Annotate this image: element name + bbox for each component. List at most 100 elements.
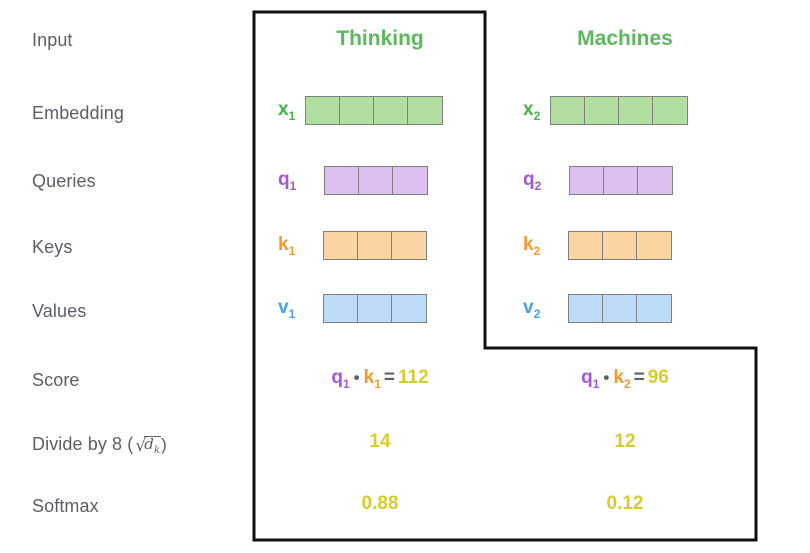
embedding-vector-x1: x1	[278, 96, 444, 125]
key-vector-k2-label: k2	[523, 235, 540, 257]
vector-cell	[325, 167, 360, 194]
vector-cell	[619, 97, 654, 124]
query-vector-q2-cells	[569, 166, 674, 195]
score-k-term: k1	[363, 367, 381, 390]
divide-suffix-text: )	[161, 435, 167, 454]
vec-letter: q	[278, 168, 290, 190]
equals-sign: =	[633, 367, 645, 388]
vector-cell	[570, 167, 605, 194]
row-label-embedding: Embedding	[32, 103, 124, 123]
value-vector-v2-label: v2	[523, 298, 540, 320]
vector-cell	[340, 97, 375, 124]
equals-sign: =	[383, 367, 395, 388]
score-q-term: q1	[331, 367, 350, 391]
dot-product-icon: •	[603, 368, 610, 387]
softmax-value-col2: 0.12	[606, 493, 644, 514]
vector-cell	[569, 232, 604, 259]
vector-cell	[374, 97, 409, 124]
highlight-outline	[252, 10, 758, 553]
value-vector-v2-cells	[568, 294, 673, 323]
vector-cell	[392, 232, 427, 259]
vec-letter: v	[523, 296, 534, 318]
vector-cell	[358, 295, 393, 322]
radicand-subscript-k: k	[153, 445, 161, 456]
row-label-queries: Queries	[32, 171, 96, 191]
radicand-d: d	[144, 435, 154, 453]
vector-cell	[393, 167, 428, 194]
vector-cell	[358, 232, 393, 259]
vec-letter: x	[523, 98, 534, 120]
embedding-vector-x1-label: x1	[278, 100, 295, 122]
score-k-letter: k	[363, 367, 375, 388]
embedding-vector-x2-cells	[550, 96, 689, 125]
vector-cell	[569, 295, 604, 322]
score-q-subscript: 1	[342, 376, 350, 391]
vector-cell	[638, 167, 673, 194]
vector-cell	[324, 232, 359, 259]
score-expression-col2: q1•k2=96	[540, 368, 710, 390]
vec-subscript: 2	[534, 178, 542, 193]
vec-letter: k	[278, 233, 289, 255]
divide-prefix-text: Divide by 8 (	[32, 434, 134, 454]
sqrt-radicand: dk	[144, 435, 162, 456]
score-q-letter: q	[581, 367, 593, 388]
score-k-letter: k	[613, 367, 624, 388]
score-k-term: k2	[613, 367, 631, 391]
row-label-score: Score	[32, 370, 80, 390]
score-q-letter: q	[331, 367, 343, 388]
sqrt-dk-notation: √dk	[133, 435, 162, 457]
key-vector-k1-cells	[323, 231, 428, 260]
key-vector-k1: k1	[278, 231, 428, 260]
embedding-vector-x2: x2	[523, 96, 689, 125]
softmax-value-col1: 0.88	[361, 493, 399, 514]
vector-cell	[603, 295, 638, 322]
vec-letter: k	[523, 233, 534, 255]
vec-letter: v	[278, 296, 289, 318]
vec-subscript: 2	[533, 306, 541, 321]
key-vector-k2: k2	[523, 231, 673, 260]
key-vector-k2-cells	[568, 231, 673, 260]
value-vector-v1-label: v1	[278, 298, 295, 320]
row-label-softmax: Softmax	[32, 496, 99, 516]
query-vector-q2: q2	[523, 166, 674, 195]
score-k-subscript: 2	[623, 376, 631, 391]
vec-subscript: 2	[533, 243, 541, 258]
vec-subscript: 1	[288, 306, 296, 321]
score-value: 96	[647, 367, 669, 388]
value-vector-v2: v2	[523, 294, 673, 323]
vector-cell	[359, 167, 394, 194]
divided-value-col1: 14	[369, 431, 391, 452]
query-vector-q2-label: q2	[523, 170, 541, 192]
vector-cell	[306, 97, 341, 124]
vec-subscript: 1	[289, 178, 297, 193]
embedding-vector-x2-label: x2	[523, 100, 540, 122]
score-value: 112	[397, 367, 429, 388]
vector-cell	[604, 167, 639, 194]
vector-cell	[551, 97, 586, 124]
vector-cell	[637, 295, 672, 322]
column-title-thinking: Thinking	[336, 27, 424, 50]
query-vector-q1-cells	[324, 166, 429, 195]
row-label-divide-by-8: Divide by 8 (√dk)	[32, 435, 167, 457]
vec-subscript: 1	[288, 243, 296, 258]
score-q-subscript: 1	[592, 376, 600, 391]
vec-letter: x	[278, 98, 289, 120]
vector-cell	[392, 295, 427, 322]
query-vector-q1-label: q1	[278, 170, 296, 192]
row-label-keys: Keys	[32, 237, 73, 257]
vector-cell	[653, 97, 688, 124]
vector-cell	[324, 295, 359, 322]
vector-cell	[408, 97, 443, 124]
row-label-input: Input	[32, 30, 73, 50]
query-vector-q1: q1	[278, 166, 429, 195]
vector-cell	[585, 97, 620, 124]
vec-subscript: 1	[288, 108, 296, 123]
vector-cell	[637, 232, 672, 259]
embedding-vector-x1-cells	[305, 96, 444, 125]
vec-subscript: 2	[533, 108, 541, 123]
score-expression-col1: q1•k1=112	[300, 368, 460, 390]
vector-cell	[603, 232, 638, 259]
value-vector-v1: v1	[278, 294, 428, 323]
sqrt-icon: √	[135, 436, 147, 456]
column-title-machines: Machines	[577, 27, 673, 50]
